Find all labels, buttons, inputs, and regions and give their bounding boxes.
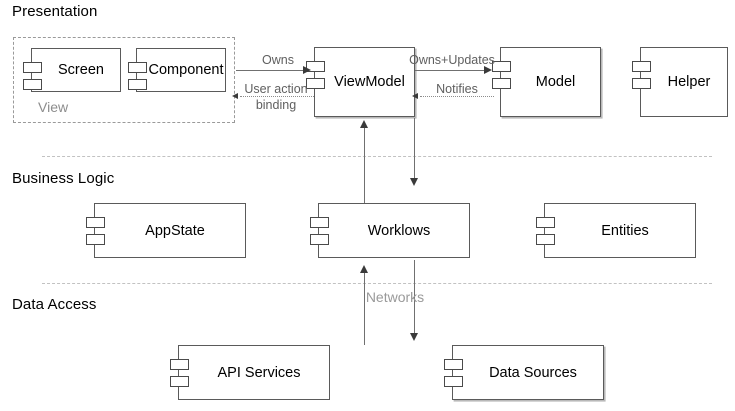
component-label: API Services (217, 364, 301, 381)
connector-label-owns: Owns (262, 53, 294, 67)
component-port-icon (23, 62, 42, 73)
component-component[interactable]: Component (128, 48, 226, 92)
arrow-head-up-icon (359, 120, 368, 128)
connector-label-networks: Networks (365, 289, 425, 305)
connector-networks-up-line (364, 270, 365, 345)
connector-owns-updates-line (415, 70, 489, 71)
component-label: Data Sources (489, 364, 577, 381)
component-port-icon (444, 359, 463, 370)
component-appstate[interactable]: AppState (86, 203, 246, 258)
component-screen[interactable]: Screen (23, 48, 121, 92)
component-label: AppState (145, 222, 205, 239)
arrow-head-down-icon (409, 333, 418, 341)
component-port-icon (128, 79, 147, 90)
component-port-icon (492, 78, 511, 89)
connector-label-user-action-line1: User action (244, 82, 308, 96)
component-worklows[interactable]: Worklows (310, 203, 470, 258)
connector-label-owns-updates: Owns+Updates (409, 53, 495, 67)
arrow-head-left-icon (232, 92, 238, 99)
component-model[interactable]: Model (492, 47, 601, 117)
component-helper[interactable]: Helper (632, 47, 728, 117)
group-label-view: View (38, 99, 69, 115)
component-port-icon (444, 376, 463, 387)
group-box-view (13, 37, 235, 123)
component-viewmodel[interactable]: ViewModel (306, 47, 415, 117)
component-port-icon (310, 234, 329, 245)
component-port-icon (306, 78, 325, 89)
layer-title-presentation: Presentation (12, 3, 98, 20)
component-port-icon (23, 79, 42, 90)
layer-divider-business-data (42, 283, 712, 284)
component-label: ViewModel (334, 74, 405, 90)
component-port-icon (128, 62, 147, 73)
connector-viewmodel-to-worklows-line (414, 118, 415, 180)
arrow-head-right-icon (484, 65, 492, 74)
component-label: Component (148, 62, 224, 78)
component-data-sources[interactable]: Data Sources (444, 345, 604, 400)
connector-label-user-action-line2: binding (255, 98, 297, 112)
component-label: Entities (601, 222, 649, 239)
arrow-head-down-icon (409, 178, 418, 186)
component-label: Helper (667, 74, 711, 90)
connector-label-notifies: Notifies (436, 82, 478, 96)
component-port-icon (310, 217, 329, 228)
arrow-head-right-icon (303, 65, 311, 74)
component-label: Screen (58, 62, 104, 78)
component-port-icon (170, 359, 189, 370)
component-label: Model (535, 74, 576, 90)
layer-divider-presentation-business (42, 156, 712, 157)
component-port-icon (86, 217, 105, 228)
component-port-icon (170, 376, 189, 387)
component-port-icon (536, 234, 555, 245)
component-port-icon (86, 234, 105, 245)
component-port-icon (632, 61, 651, 72)
layer-title-business-logic: Business Logic (12, 170, 115, 187)
component-api-services[interactable]: API Services (170, 345, 330, 400)
component-port-icon (632, 78, 651, 89)
component-port-icon (536, 217, 555, 228)
component-label: Worklows (367, 222, 431, 239)
connector-owns-line (236, 70, 308, 71)
connector-worklows-to-viewmodel-line (364, 125, 365, 203)
component-port-icon (492, 61, 511, 72)
arrow-head-left-icon (412, 92, 418, 99)
component-entities[interactable]: Entities (536, 203, 696, 258)
arrow-head-up-icon (359, 265, 368, 273)
layer-title-data-access: Data Access (12, 296, 97, 313)
